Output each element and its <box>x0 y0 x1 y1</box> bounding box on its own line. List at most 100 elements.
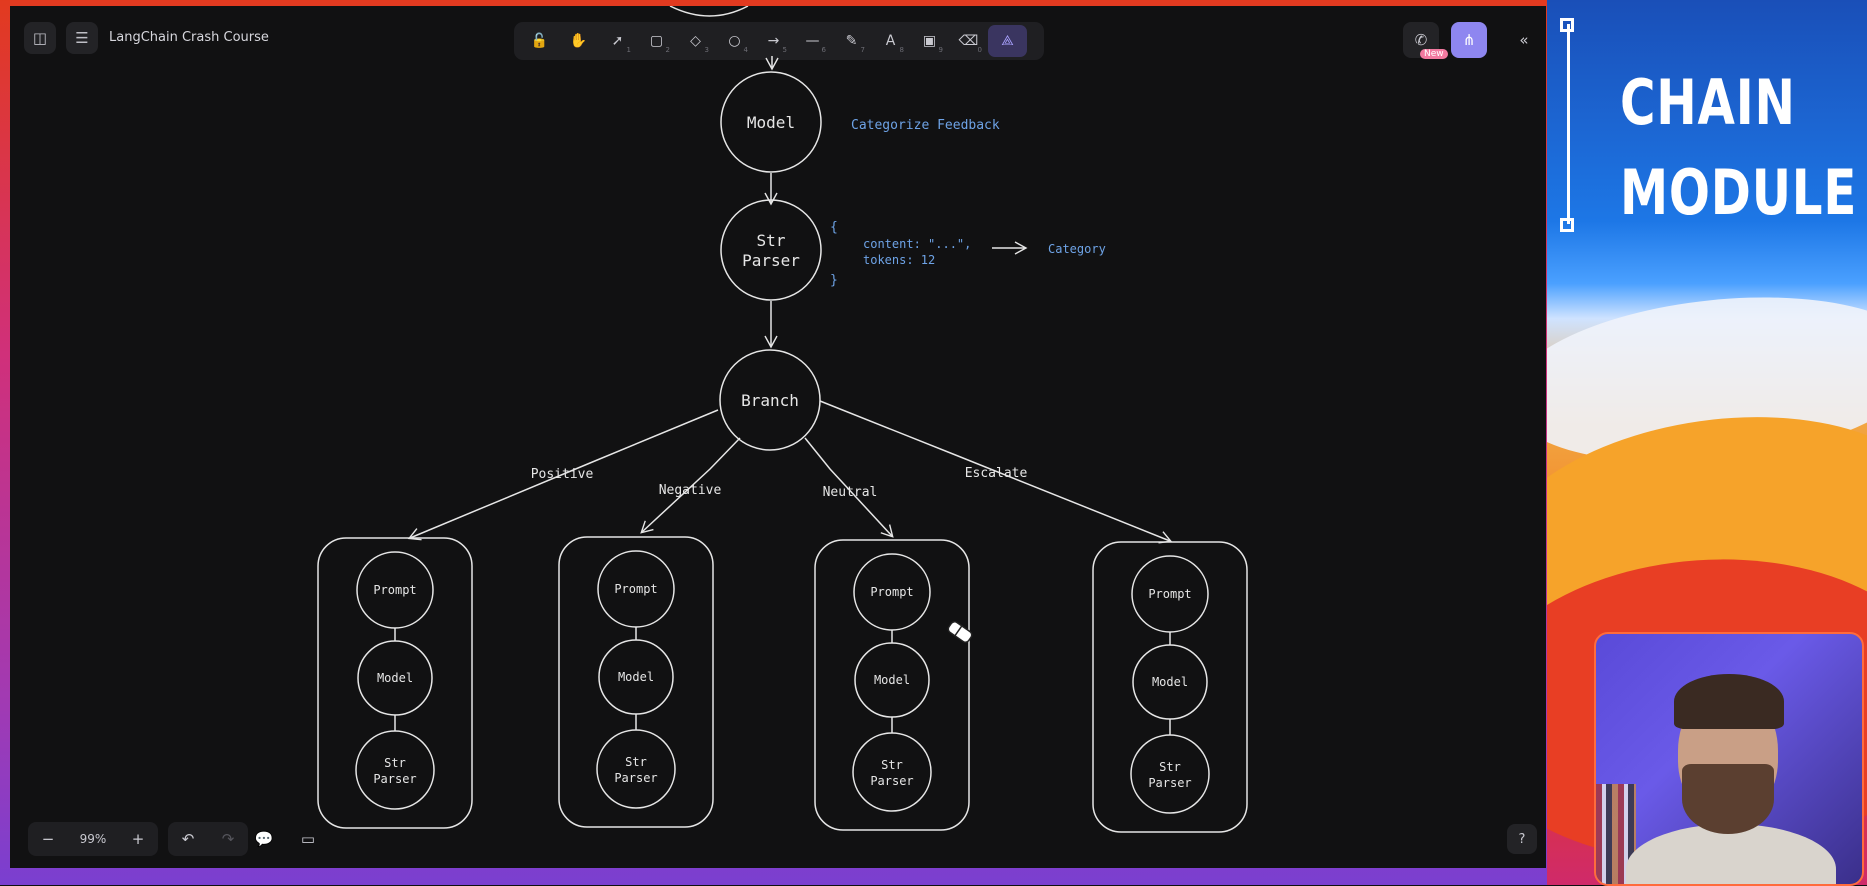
branch-node[interactable] <box>719 349 821 451</box>
pencil-icon: ✎ <box>845 33 858 49</box>
rectangle-tool-button[interactable]: ▢2 <box>637 25 676 57</box>
ai-shapes-tool-button[interactable]: ⟁ <box>988 25 1027 57</box>
new-badge: New <box>1420 49 1448 59</box>
line-icon: — <box>805 33 820 49</box>
negative-prompt-label: Prompt <box>614 582 657 596</box>
neutral-str-parser-node[interactable] <box>852 732 932 812</box>
brace-open: { <box>830 220 838 235</box>
positive-str-parser-label: Str <box>384 756 406 770</box>
diamond-tool-button[interactable]: ◇3 <box>676 25 715 57</box>
tool-shortcut-number: 2 <box>665 46 670 54</box>
rectangle-icon: ▢ <box>649 33 664 49</box>
parser-node-label: Parser <box>742 251 800 270</box>
diagram-canvas[interactable]: PromptModelStrParserPromptModelStrParser… <box>10 6 1546 868</box>
output-tokens-line: tokens: 12 <box>863 253 935 267</box>
share-icon: ⋔ <box>1462 31 1476 49</box>
neutral-model-node[interactable] <box>854 642 930 718</box>
redo-icon[interactable]: ↷ <box>221 830 235 848</box>
overlay-title-line: MODULE <box>1620 156 1858 229</box>
main-menu-button[interactable]: ☰ <box>66 22 98 54</box>
help-button[interactable]: ? <box>1507 824 1537 854</box>
text-icon: A <box>885 33 896 49</box>
negative-prompt-node[interactable] <box>597 550 675 628</box>
branch-label-negative: Negative <box>659 483 722 498</box>
presentation-icon: ▭ <box>300 830 316 848</box>
model-node-label: Model <box>747 113 795 132</box>
zoom-level[interactable]: 99% <box>79 832 107 846</box>
eraser-tool-button[interactable]: ⌫0 <box>949 25 988 57</box>
presenter-hair <box>1674 674 1784 729</box>
escalate-chain-box[interactable] <box>1092 541 1248 833</box>
zoom-out-button[interactable]: − <box>41 830 55 848</box>
tool-shortcut-number: 1 <box>626 46 631 54</box>
share-button[interactable]: ⋔ <box>1451 22 1487 58</box>
negative-model-node[interactable] <box>598 639 674 715</box>
positive-chain-box[interactable] <box>317 537 473 829</box>
neutral-edge <box>804 437 894 538</box>
hand-tool-button[interactable]: ✋ <box>559 25 598 57</box>
ellipse-tool-button[interactable]: ○4 <box>715 25 754 57</box>
sidebar-toggle-icon: ◫ <box>32 29 48 47</box>
select-tool-button[interactable]: ➚1 <box>598 25 637 57</box>
eraser-icon: ⌫ <box>958 33 979 49</box>
undo-icon[interactable]: ↶ <box>181 830 195 848</box>
positive-str-parser-label: Parser <box>373 772 416 786</box>
negative-str-parser-label: Str <box>625 755 647 769</box>
positive-prompt-node[interactable] <box>356 551 434 629</box>
str-parser-node[interactable] <box>720 199 822 301</box>
tool-shortcut-number: 6 <box>821 46 826 54</box>
question-icon: ? <box>1518 831 1526 847</box>
tool-shortcut-number: 7 <box>860 46 865 54</box>
escalate-str-parser-label: Parser <box>1148 776 1191 790</box>
arrow-icon: → <box>767 33 780 49</box>
line-tool-button[interactable]: —6 <box>793 25 832 57</box>
negative-str-parser-node[interactable] <box>596 729 676 809</box>
overlay-title-line: CHAIN <box>1620 66 1796 139</box>
branch-label-neutral: Neutral <box>823 485 878 500</box>
history-controls: ↶ ↷ <box>168 822 248 856</box>
positive-model-node[interactable] <box>357 640 433 716</box>
sidebar-toggle-button[interactable]: ◫ <box>24 22 56 54</box>
title-frame-handle <box>1560 18 1574 32</box>
neutral-prompt-node[interactable] <box>853 553 931 631</box>
zoom-in-button[interactable]: + <box>131 830 145 848</box>
tool-shortcut-number: 4 <box>743 46 748 54</box>
negative-model-label: Model <box>618 670 654 684</box>
phone-icon: ✆ <box>1414 31 1428 49</box>
neutral-chain-box[interactable] <box>814 539 970 831</box>
escalate-str-parser-node[interactable] <box>1130 734 1210 814</box>
positive-edge <box>407 409 719 541</box>
double-chevron-left-icon: « <box>1519 31 1529 49</box>
model-node[interactable] <box>720 71 822 173</box>
image-tool-button[interactable]: ▣9 <box>910 25 949 57</box>
branch-node-label: Branch <box>741 391 799 410</box>
collapse-panel-button[interactable]: « <box>1506 22 1542 58</box>
lock-tool-button[interactable]: 🔓 <box>520 25 559 57</box>
present-button[interactable]: ▭ <box>290 822 326 856</box>
output-content-line: content: "...", <box>863 237 971 251</box>
document-title[interactable]: LangChain Crash Course <box>109 30 269 45</box>
tool-shortcut-number: 9 <box>938 46 943 54</box>
zoom-controls: − 99% + <box>28 822 158 856</box>
branch-label-positive: Positive <box>531 467 594 482</box>
arrow-tool-button[interactable]: →5 <box>754 25 793 57</box>
pencil-tool-button[interactable]: ✎7 <box>832 25 871 57</box>
negative-edge <box>640 437 741 534</box>
escalate-model-node[interactable] <box>1132 644 1208 720</box>
branch-label-escalate: Escalate <box>965 466 1028 481</box>
hamburger-icon: ☰ <box>75 29 89 47</box>
tool-shortcut-number: 3 <box>704 46 709 54</box>
negative-str-parser-label: Parser <box>614 771 657 785</box>
escalate-str-parser-label: Str <box>1159 760 1181 774</box>
negative-chain-box[interactable] <box>558 536 714 828</box>
title-frame-line <box>1567 24 1570 224</box>
comment-button[interactable]: 💬 <box>246 822 282 856</box>
positive-str-parser-node[interactable] <box>355 730 435 810</box>
title-frame-handle <box>1560 218 1574 232</box>
hand-icon: ✋ <box>569 33 588 49</box>
positive-model-label: Model <box>377 671 413 685</box>
presenter-beard <box>1682 764 1774 834</box>
escalate-prompt-node[interactable] <box>1131 555 1209 633</box>
